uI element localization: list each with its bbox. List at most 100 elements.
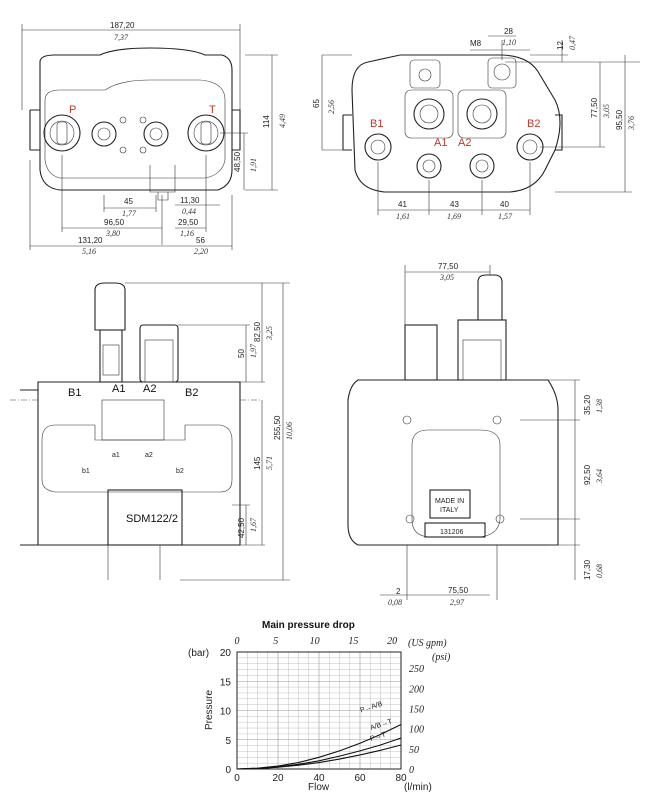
mid-right-body — [347, 274, 559, 546]
x-secondary-tick-label: 15 — [348, 636, 358, 647]
x-tick-label: 20 — [272, 773, 284, 784]
port-label-t: T — [209, 104, 216, 116]
x-top-unit: (US gpm) — [408, 638, 447, 649]
top-right-body — [342, 54, 563, 193]
dim-pitch-in: 1,77 — [122, 209, 137, 218]
top-left-body — [29, 47, 241, 201]
dim-d40-in: 1,57 — [498, 212, 513, 221]
dim-span: 96,50 — [104, 218, 125, 227]
port-a1-inner — [419, 104, 439, 124]
port-label-b2: B2 — [527, 118, 540, 130]
port-label-a2: A2 — [143, 383, 156, 395]
mid-left-view: B1 A1 A2 B2 a1 a2 b1 b2 SDM122/2 82,50 3… — [10, 282, 294, 581]
port-a1 — [413, 98, 445, 130]
dim-centre: 48,50 — [233, 151, 242, 172]
port-lower-b-inner — [475, 159, 489, 173]
port-right-center-inner — [149, 127, 163, 141]
chart-title: Main pressure drop — [262, 620, 355, 631]
y-secondary-tick-label: 250 — [409, 664, 424, 675]
y-tick-label: 0 — [225, 765, 231, 776]
dim-d41-in: 1,61 — [396, 212, 410, 221]
dim-offset-in: 0,44 — [182, 207, 196, 216]
dim-h9550-in: 3,76 — [627, 116, 636, 131]
port-b1-inner — [370, 139, 386, 155]
dim-overall-width-in: 7,37 — [114, 33, 129, 42]
pilot-label-a2: a2 — [145, 452, 153, 459]
mount-hole — [405, 514, 415, 524]
dim-d3520-in: 1,38 — [595, 399, 604, 413]
x-secondary-tick-label: 10 — [310, 636, 320, 647]
port-label-b1: B1 — [68, 387, 81, 399]
mount-hole — [402, 415, 412, 425]
dim-d25550: 255,50 — [273, 415, 282, 440]
port-lower-b — [469, 153, 495, 179]
y-axis-label: Pressure — [204, 690, 215, 730]
top-right-view: B1 B2 A1 A2 M8 28 1,10 12 0,47 — [312, 27, 640, 221]
dim-d1730: 17,30 — [583, 559, 592, 580]
dim-right: 56 — [196, 236, 205, 245]
chart-curve-labels: P→A/BA/B→TP→T — [359, 701, 393, 743]
port-top-thread — [493, 63, 511, 81]
dim-d28-in: 1,10 — [502, 38, 516, 47]
port-b1 — [364, 133, 392, 161]
bolt-hole — [139, 146, 147, 154]
x-bottom-unit: (l/min) — [404, 782, 432, 793]
dim-base-in: 5,16 — [82, 247, 96, 256]
dim-d43: 43 — [450, 200, 459, 209]
chart-series — [236, 724, 402, 770]
curve-label: P→A/B — [359, 701, 383, 715]
series-line — [236, 744, 402, 770]
dim-offset: 11,30 — [180, 196, 200, 205]
y-secondary-tick-label: 200 — [409, 684, 424, 695]
dim-d8250: 82,50 — [253, 321, 262, 342]
y-right-unit: (psi) — [432, 652, 451, 663]
dim-span-in: 3,80 — [105, 229, 120, 238]
y-tick-label: 10 — [220, 707, 232, 718]
pilot-label-b2: b2 — [176, 468, 184, 475]
y-secondary-tick-label: 0 — [409, 765, 414, 776]
dim-d50-in: 1,97 — [249, 343, 258, 358]
y-tick-label: 5 — [225, 736, 231, 747]
y-tick-label: 15 — [220, 677, 232, 688]
x-secondary-tick-label: 20 — [387, 636, 397, 647]
mid-right-dimension-lines — [380, 265, 580, 600]
top-left-view: P T 187,20 7,37 114 4, — [21, 21, 287, 256]
dim-height-in: 4,49 — [278, 114, 287, 128]
dim-d2-in: 0,08 — [388, 598, 402, 607]
plot-frame — [236, 651, 402, 770]
port-label-p: P — [69, 104, 76, 116]
port-label-a1: A1 — [112, 383, 125, 395]
dim-h7750: 77,50 — [590, 97, 599, 118]
dim-d7550: 75,50 — [448, 586, 469, 595]
x-secondary-tick-label: 5 — [273, 636, 278, 647]
top-left-dimension-lines — [21, 24, 278, 250]
dim-thread: M8 — [470, 39, 482, 48]
model-label: SDM122/2 — [126, 513, 178, 525]
dim-d4250: 42,50 — [237, 517, 246, 538]
dim-overall-width: 187,20 — [110, 21, 135, 30]
pilot-label-a1: a1 — [112, 452, 120, 459]
x-tick-label: 0 — [234, 773, 240, 784]
made-in-line2: ITALY — [440, 507, 459, 514]
port-label-b2: B2 — [185, 387, 198, 399]
mount-hole — [495, 514, 505, 524]
dim-w7750-in: 3,05 — [439, 273, 454, 282]
dim-height: 114 — [262, 115, 271, 128]
dim-d25550-in: 10,06 — [285, 422, 294, 440]
x-tick-label: 60 — [354, 773, 366, 784]
x-tick-label: 40 — [313, 773, 325, 784]
port-lower-a — [416, 153, 442, 179]
dim-pitch: 45 — [124, 197, 133, 206]
curve-label: P→T — [369, 731, 387, 743]
port-left-center — [91, 121, 117, 147]
port-b2-inner — [522, 139, 538, 155]
x-secondary-tick-label: 0 — [235, 636, 240, 647]
dim-side: 29,50 — [178, 218, 199, 227]
port-left-center-inner — [97, 127, 111, 141]
x-tick-label: 80 — [395, 773, 407, 784]
dim-h9550: 95,50 — [615, 109, 624, 130]
dim-d40: 40 — [500, 200, 509, 209]
dim-d3520: 35,20 — [583, 394, 592, 415]
port-a2-inner — [472, 104, 492, 124]
